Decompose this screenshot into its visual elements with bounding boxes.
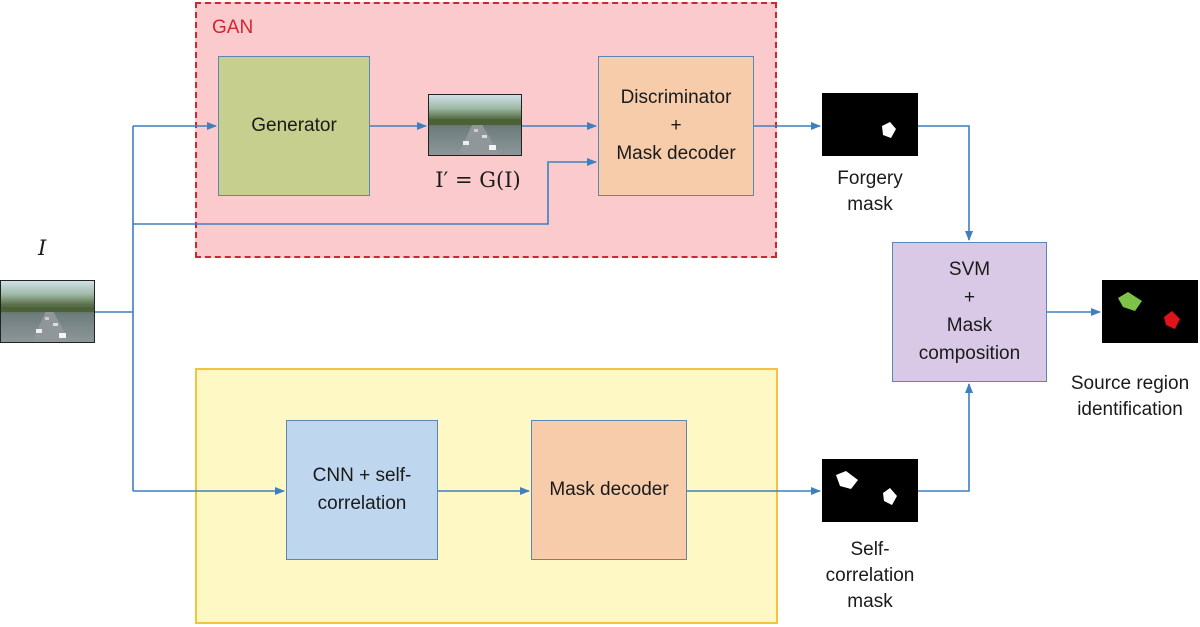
- input-symbol: I: [38, 236, 47, 260]
- arrow-self-mask-to-svm: [918, 383, 973, 492]
- generated-image-formula: I′ = G(I): [435, 168, 521, 192]
- input-image: [0, 280, 95, 343]
- arrow-forgery-mask-to-svm: [918, 125, 973, 241]
- self-correlation-mask-caption: Self- correlation mask: [825, 539, 915, 612]
- arrow-input-to-discriminator: [133, 158, 597, 225]
- cnn-self-correlation-box: CNN + self- correlation: [286, 420, 438, 560]
- forgery-mask-caption: Forgery mask: [837, 168, 903, 215]
- discriminator-box: Discriminator + Mask decoder: [598, 56, 754, 196]
- source-region-image: [1102, 280, 1198, 343]
- gan-region-label: GAN: [212, 17, 254, 38]
- mask-decoder-box: Mask decoder: [531, 420, 687, 560]
- forgery-region-shape: [882, 122, 896, 138]
- road-scene-icon: [429, 119, 521, 155]
- road-scene-icon: [1, 307, 94, 342]
- svm-mask-composition-box: SVM + Mask composition: [892, 242, 1047, 382]
- generated-image: [428, 94, 522, 156]
- self-correlation-region-shapes: [836, 471, 897, 505]
- source-region-caption: Source region identification: [1070, 373, 1190, 420]
- forgery-mask-image: [822, 93, 918, 156]
- generator-box: Generator: [218, 56, 370, 196]
- self-correlation-mask-image: [822, 459, 918, 522]
- source-region-shapes: [1118, 292, 1180, 329]
